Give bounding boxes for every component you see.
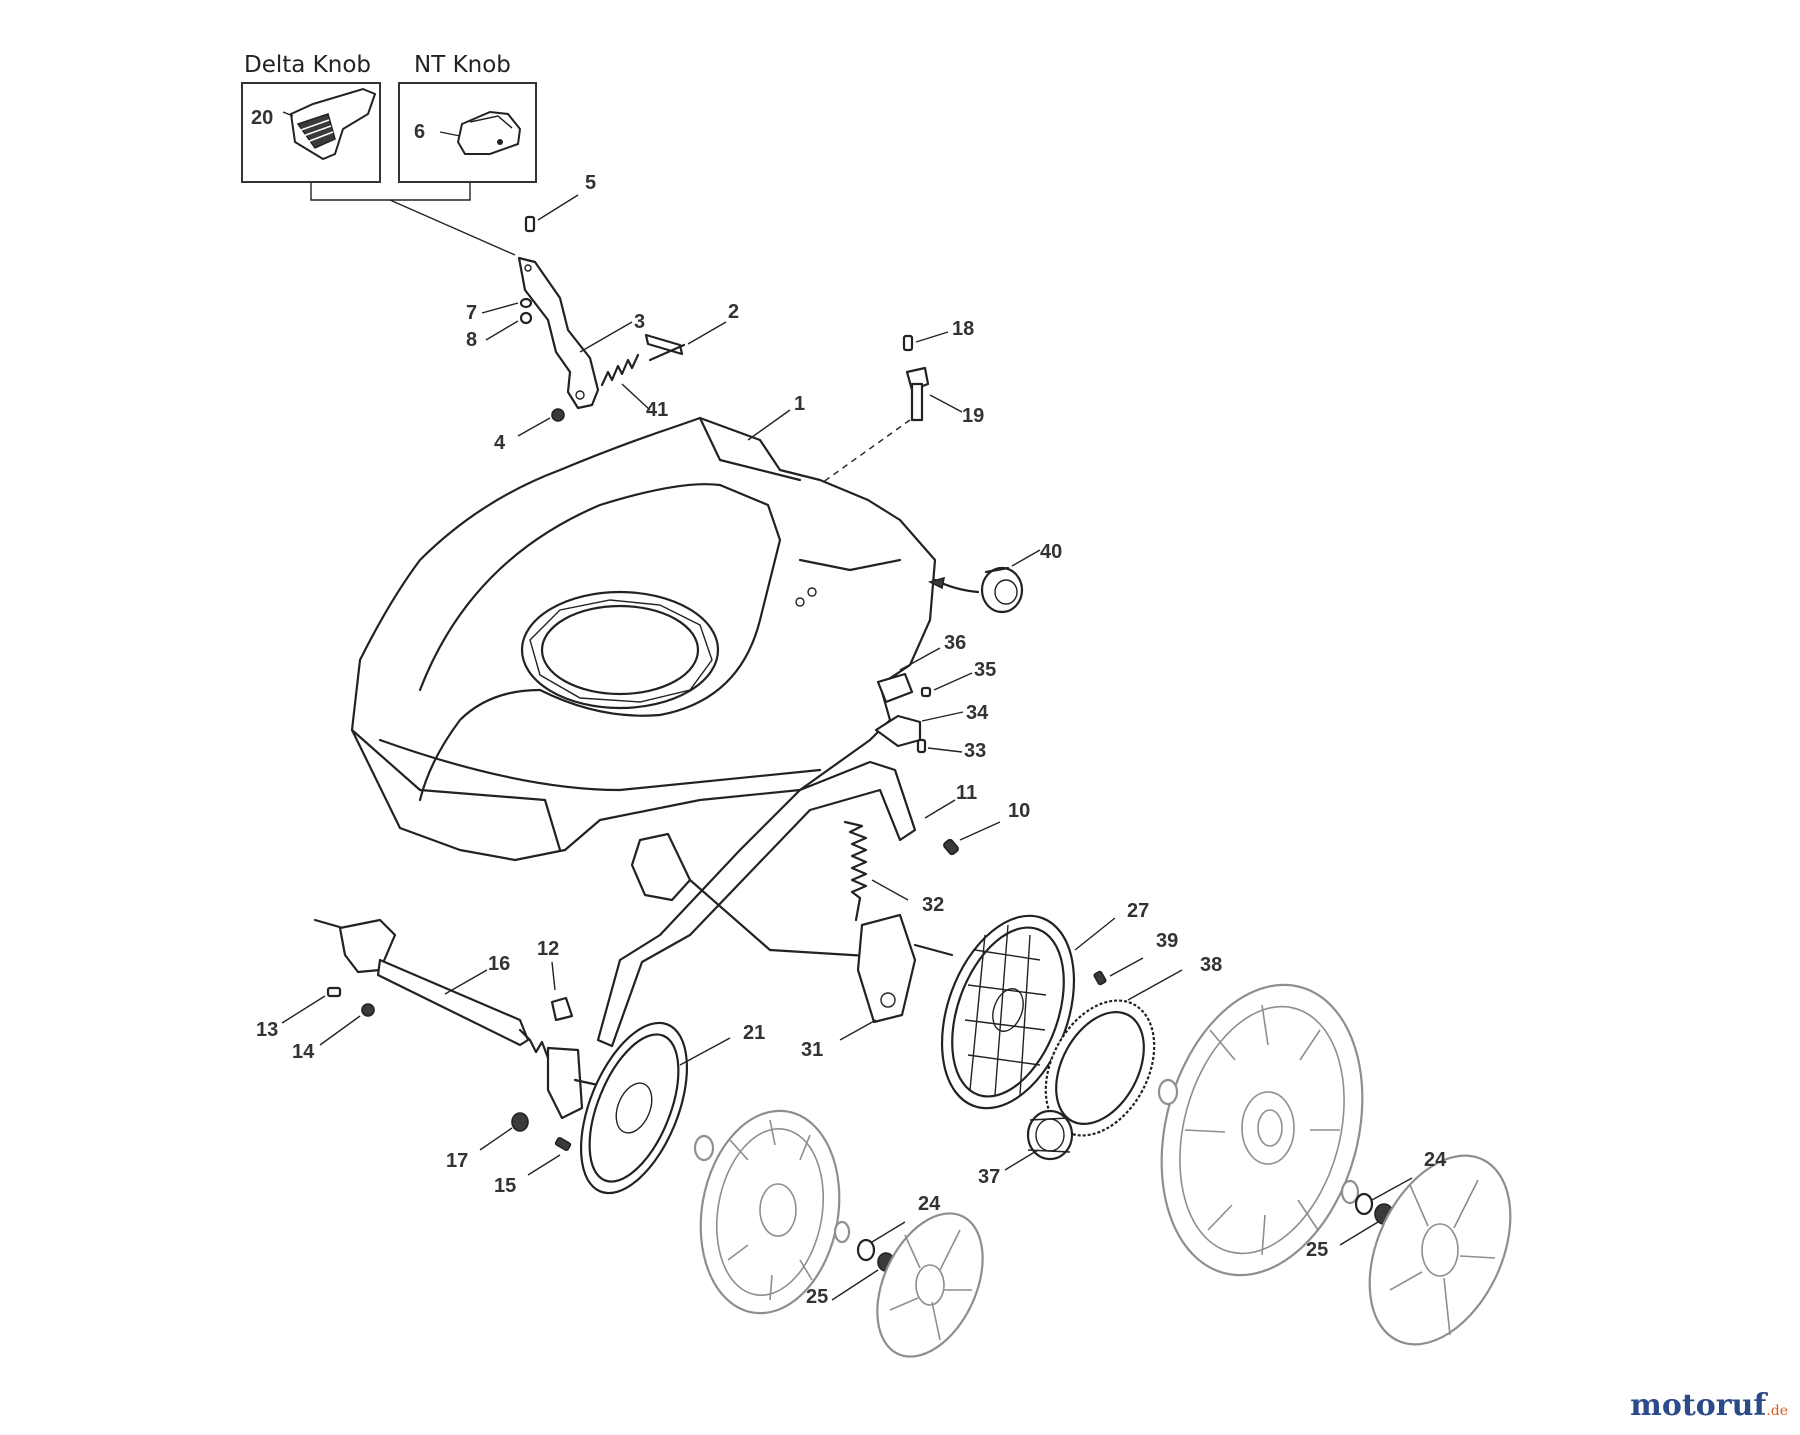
inset-title-nt-knob: NT Knob xyxy=(414,52,511,78)
callout-15: 15 xyxy=(494,1175,517,1197)
callout-4: 4 xyxy=(494,432,506,454)
rear-wheel-fasteners xyxy=(1339,1154,1512,1346)
callout-33: 33 xyxy=(964,740,987,762)
callout-25-front: 25 xyxy=(806,1286,829,1308)
callout-11: 11 xyxy=(956,782,978,804)
callout-6: 6 xyxy=(414,121,426,143)
front-wheel-fasteners xyxy=(831,1212,984,1358)
callout-27: 27 xyxy=(1127,900,1150,922)
part-13-14-fasteners xyxy=(281,986,375,1046)
part-17-15-fasteners xyxy=(479,1112,572,1176)
part-18-19-pin xyxy=(811,331,963,592)
part-11-arm xyxy=(596,760,956,1048)
callout-17: 17 xyxy=(446,1150,469,1172)
callout-19: 19 xyxy=(962,405,985,427)
part-41-spring xyxy=(600,353,651,411)
part-27-plate xyxy=(940,914,1116,1110)
callout-5: 5 xyxy=(585,172,597,194)
part-10-screw xyxy=(943,821,1001,856)
callout-32: 32 xyxy=(922,894,945,916)
callout-31: 31 xyxy=(801,1039,824,1061)
part-3-lever xyxy=(517,256,633,410)
callout-24-front: 24 xyxy=(918,1193,941,1215)
nt-knob-illustration xyxy=(439,110,522,155)
callout-40: 40 xyxy=(1040,541,1063,563)
callout-12: 12 xyxy=(537,938,560,960)
callout-41: 41 xyxy=(646,399,669,421)
part-4-nut xyxy=(517,408,565,437)
callout-35: 35 xyxy=(974,659,997,681)
part-16-front-axle xyxy=(313,918,600,1120)
callout-14: 14 xyxy=(292,1041,315,1063)
watermark-brand: motoruf xyxy=(1630,1388,1767,1423)
callout-34: 34 xyxy=(966,702,989,724)
part-40-knob xyxy=(927,549,1041,614)
part-1-deck xyxy=(350,409,937,862)
rear-wheel xyxy=(1157,983,1364,1277)
part-5-screw xyxy=(524,194,579,233)
callout-13: 13 xyxy=(256,1019,279,1041)
callout-10: 10 xyxy=(1008,800,1031,822)
callout-25-rear: 25 xyxy=(1306,1239,1329,1261)
part-39-screw xyxy=(1093,957,1144,986)
callout-2: 2 xyxy=(728,301,740,323)
inset-title-delta-knob: Delta Knob xyxy=(244,52,372,78)
motoruf-watermark: motoruf.de xyxy=(1630,1388,1788,1423)
part-2-pin xyxy=(644,321,727,362)
callout-37: 37 xyxy=(978,1166,1001,1188)
part-21-wheel-disc xyxy=(579,1021,731,1195)
inset-delta-knob xyxy=(241,82,381,183)
callout-1: 1 xyxy=(794,393,806,415)
callout-8: 8 xyxy=(466,329,478,351)
front-wheel xyxy=(693,1109,851,1315)
watermark-suffix: .de xyxy=(1766,1403,1788,1419)
callout-3: 3 xyxy=(634,311,646,333)
part-32-spring xyxy=(843,820,909,922)
part-37-pinion xyxy=(1004,1109,1074,1171)
inset-leader xyxy=(310,183,516,256)
callout-21: 21 xyxy=(743,1022,766,1044)
callout-38: 38 xyxy=(1200,954,1223,976)
rear-axle-bracket xyxy=(630,832,954,1041)
part-7-8-fasteners xyxy=(481,297,533,341)
callout-16: 16 xyxy=(488,953,511,975)
callout-20: 20 xyxy=(251,107,274,129)
callout-24-rear: 24 xyxy=(1424,1149,1447,1171)
callout-36: 36 xyxy=(944,632,967,654)
delta-knob-illustration xyxy=(282,87,377,161)
callout-39: 39 xyxy=(1156,930,1179,952)
part-12-clip xyxy=(550,961,574,1022)
callout-18: 18 xyxy=(952,318,975,340)
part-36-35-34-33-bracket xyxy=(874,647,973,754)
callout-7: 7 xyxy=(466,302,478,324)
inset-nt-knob xyxy=(398,82,537,183)
